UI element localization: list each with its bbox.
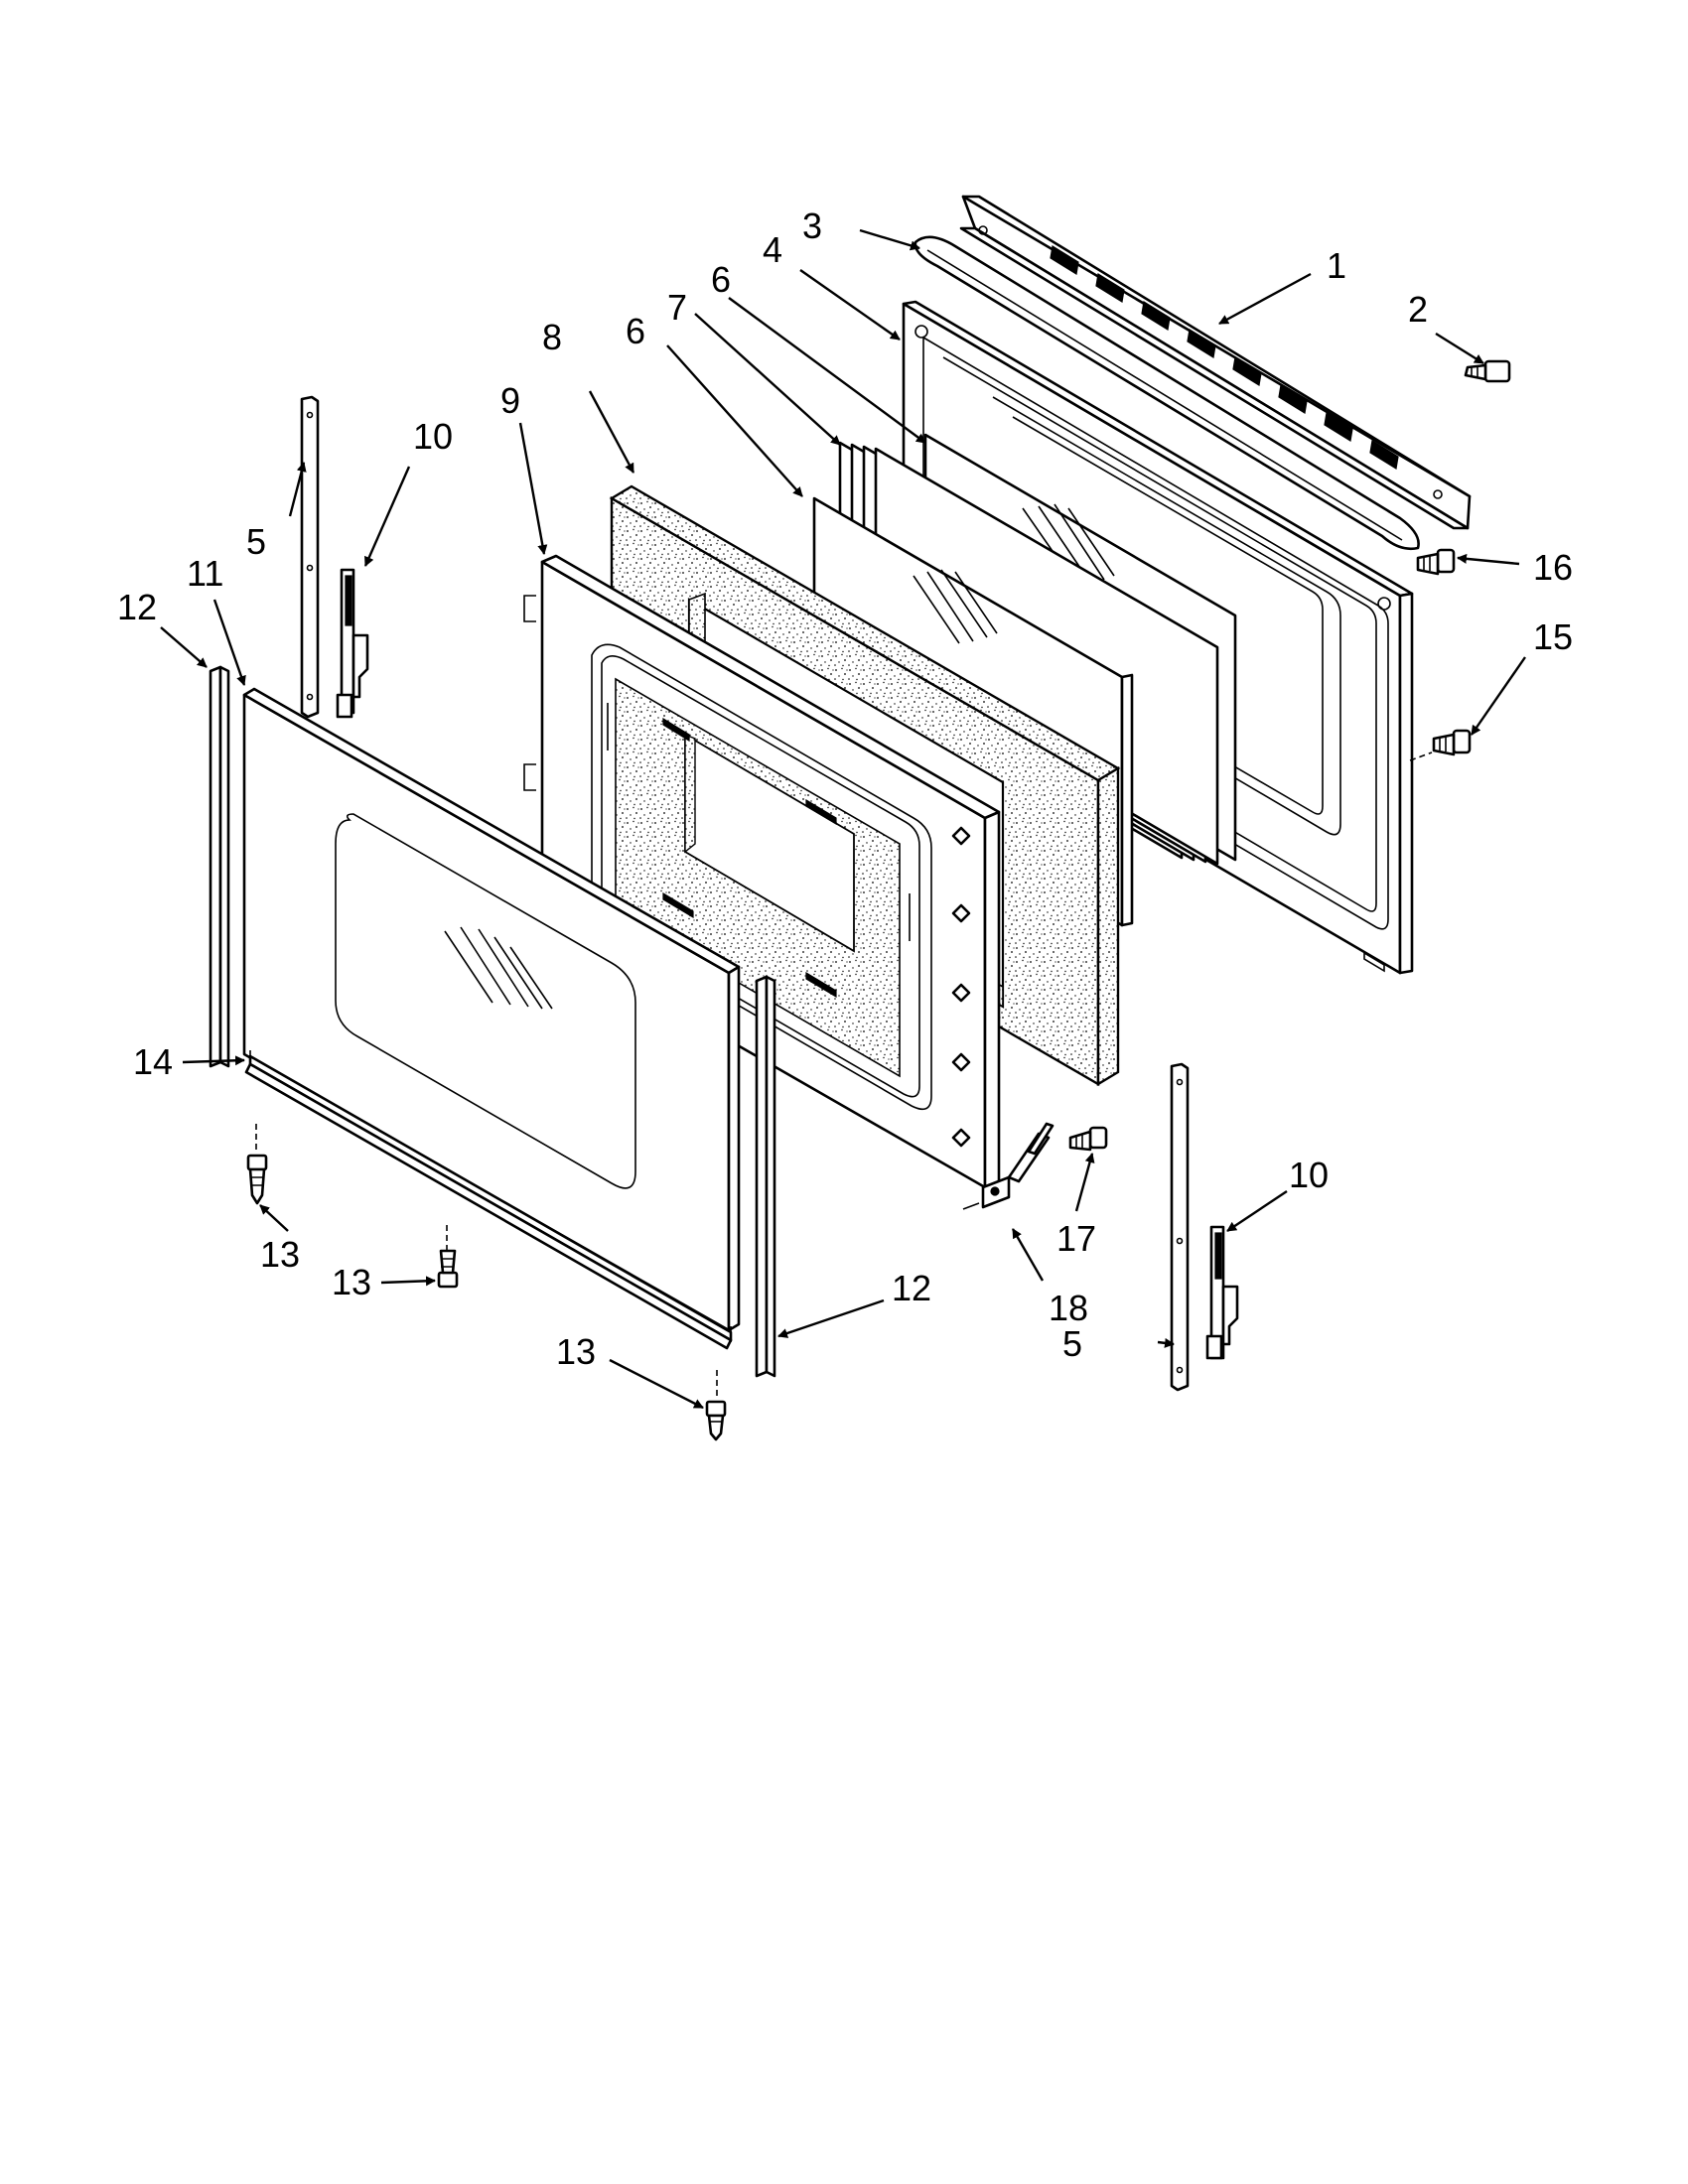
part-13-screw-b bbox=[437, 1225, 459, 1289]
part-13-screw-a bbox=[246, 1124, 268, 1205]
part-16-screw bbox=[1416, 548, 1456, 576]
part-5-hinge-receiver-right bbox=[1170, 1062, 1190, 1392]
callout-labels: 1 2 3 4 5 5 6 6 7 8 9 10 10 11 12 12 13 … bbox=[117, 205, 1573, 1372]
part-14-bottom-trim bbox=[244, 1050, 733, 1350]
callout-13-a: 13 bbox=[260, 1234, 300, 1275]
part-11-outer-door-panel bbox=[242, 687, 741, 1332]
part-3-handle bbox=[914, 235, 1420, 551]
callout-16: 16 bbox=[1533, 547, 1573, 588]
part-18-bracket bbox=[962, 1122, 1055, 1210]
callout-8: 8 bbox=[542, 317, 562, 357]
part-1-vent-trim bbox=[959, 195, 1472, 530]
callout-6-upper: 6 bbox=[711, 259, 731, 300]
callout-13-c: 13 bbox=[556, 1331, 596, 1372]
callout-4: 4 bbox=[763, 229, 782, 270]
callout-5-right: 5 bbox=[1062, 1323, 1082, 1364]
callout-6-lower: 6 bbox=[626, 311, 645, 351]
liner-side-clips bbox=[951, 826, 971, 1148]
part-15-screw bbox=[1409, 729, 1472, 761]
callout-9: 9 bbox=[500, 380, 520, 421]
callout-7: 7 bbox=[667, 287, 687, 328]
callout-17: 17 bbox=[1056, 1218, 1096, 1259]
callout-2: 2 bbox=[1408, 289, 1428, 330]
callout-12-right: 12 bbox=[892, 1268, 931, 1308]
part-9-door-liner bbox=[523, 554, 1001, 1189]
callout-10-right: 10 bbox=[1289, 1155, 1329, 1195]
part-13-screw-c bbox=[705, 1370, 727, 1441]
callout-14: 14 bbox=[133, 1041, 173, 1082]
callout-18: 18 bbox=[1049, 1288, 1088, 1328]
callout-15: 15 bbox=[1533, 616, 1573, 657]
callout-12-left: 12 bbox=[117, 587, 157, 627]
vent-slots bbox=[1050, 245, 1399, 470]
callout-13-b: 13 bbox=[332, 1262, 371, 1302]
part-12-side-trim-right bbox=[755, 975, 776, 1378]
part-5-hinge-receiver-left bbox=[300, 395, 320, 719]
part-10-hinge-left bbox=[336, 568, 369, 719]
callout-11: 11 bbox=[187, 553, 223, 594]
part-12-side-trim-left bbox=[209, 665, 230, 1068]
callout-10-left: 10 bbox=[413, 416, 453, 457]
part-10-hinge-right bbox=[1205, 1225, 1239, 1360]
callout-5-left: 5 bbox=[246, 521, 266, 562]
callout-3: 3 bbox=[802, 205, 822, 246]
part-2-screw bbox=[1464, 359, 1511, 383]
part-17-screw bbox=[1068, 1126, 1108, 1152]
callout-1: 1 bbox=[1327, 245, 1346, 286]
leader-lines bbox=[160, 228, 1526, 1410]
